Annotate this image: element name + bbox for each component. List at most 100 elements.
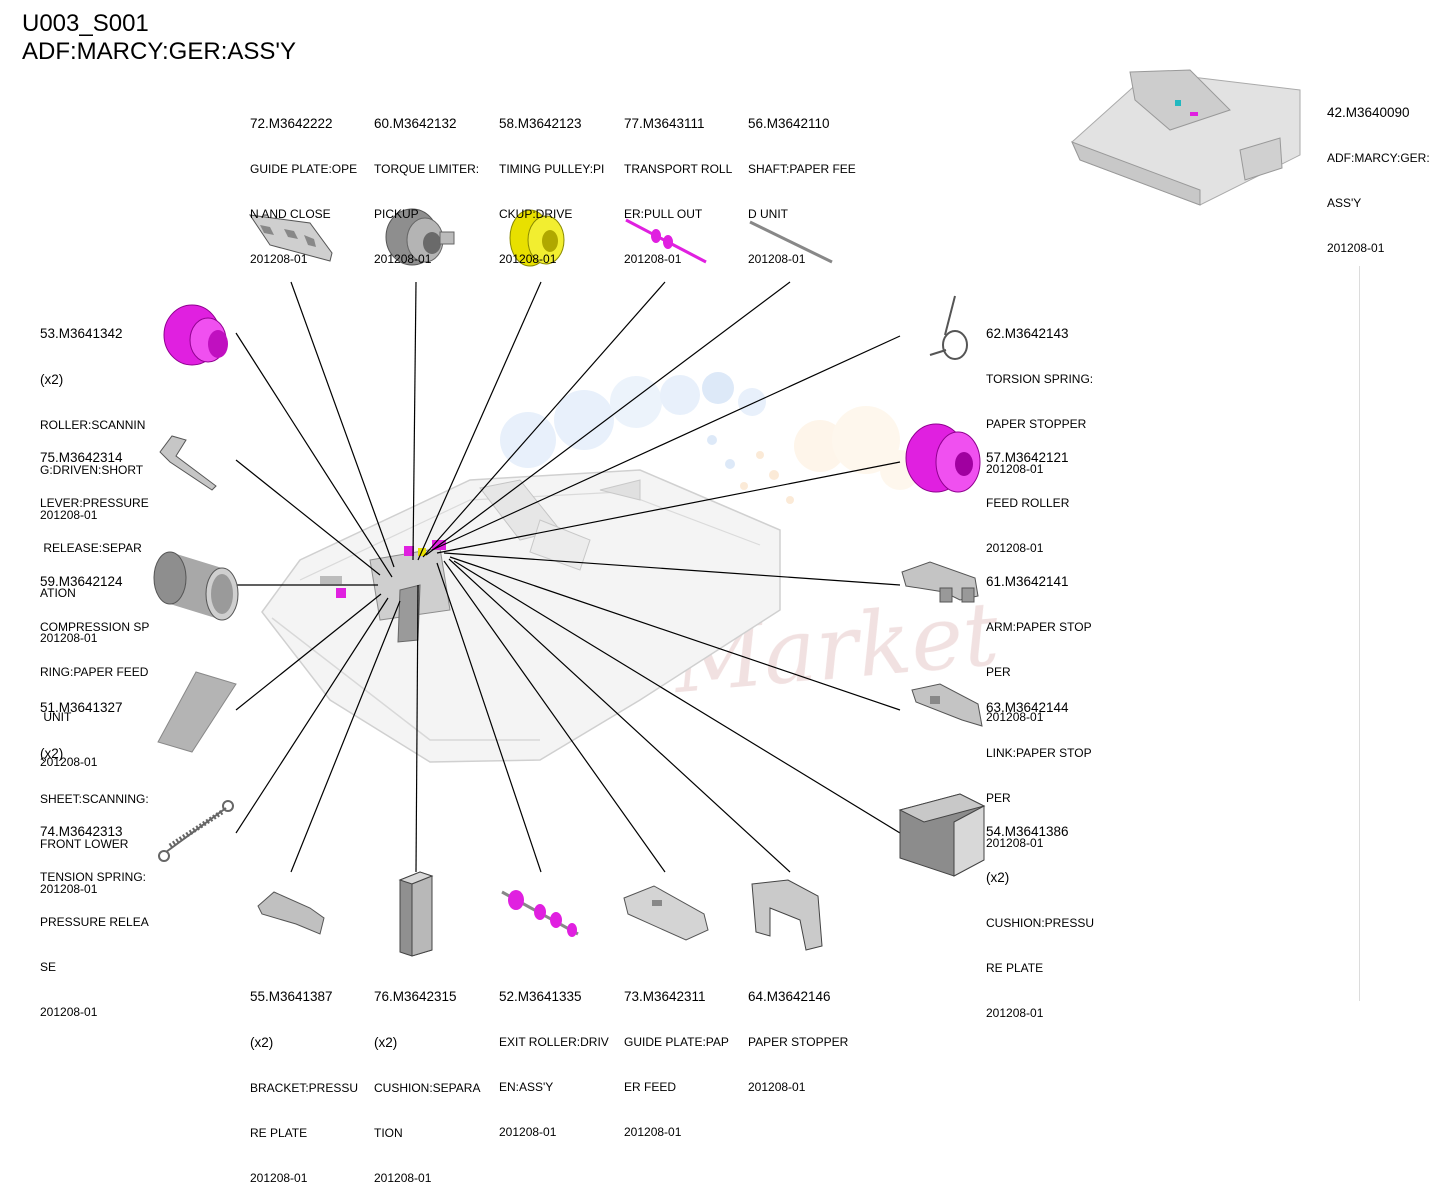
part-number: 53.M3641342 xyxy=(40,326,123,341)
part-desc-line: ER:PULL OUT xyxy=(624,207,703,221)
part-number: 75.M3642314 xyxy=(40,450,123,465)
part-77-image xyxy=(625,218,707,264)
part-59-image xyxy=(153,551,239,621)
part-desc-line: N AND CLOSE xyxy=(250,207,331,221)
part-date: 201208-01 xyxy=(374,1171,432,1185)
part-desc-line: CUSHION:SEPARA xyxy=(374,1081,481,1095)
part-date: 201208-01 xyxy=(986,710,1044,724)
part-desc-line: CUSHION:PRESSU xyxy=(986,916,1095,930)
part-number: 72.M3642222 xyxy=(250,116,333,131)
part-label-63: 63.M3642144 LINK:PAPER STOP PER 201208-0… xyxy=(986,670,1116,866)
part-51-image xyxy=(157,671,237,753)
part-desc-line: PAPER STOPPER xyxy=(986,417,1087,431)
part-number: 57.M3642121 xyxy=(986,450,1069,465)
part-desc-line: ADF:MARCY:GER: xyxy=(1327,151,1430,165)
part-desc-line: ER FEED xyxy=(624,1080,677,1094)
part-53-image xyxy=(163,304,228,366)
part-desc-line: ROLLER:SCANNIN xyxy=(40,418,146,432)
part-label-42: 42.M3640090 ADF:MARCY:GER: ASS'Y 201208-… xyxy=(1327,75,1439,271)
part-qty: (x2) xyxy=(40,746,64,761)
part-number: 63.M3642144 xyxy=(986,700,1069,715)
part-64-image xyxy=(751,879,823,951)
diagram-title: ADF:MARCY:GER:ASS'Y xyxy=(22,38,296,65)
part-desc-line: RE PLATE xyxy=(986,961,1044,975)
part-desc-line: LEVER:PRESSURE xyxy=(40,496,149,510)
part-date: 201208-01 xyxy=(624,1125,682,1139)
part-number: 51.M3641327 xyxy=(40,700,123,715)
part-desc-line: ASS'Y xyxy=(1327,196,1362,210)
part-number: 61.M3642141 xyxy=(986,574,1069,589)
part-label-52: 52.M3641335 EXIT ROLLER:DRIV EN:ASS'Y 20… xyxy=(499,959,629,1155)
part-73-image xyxy=(623,885,709,941)
divider-line xyxy=(1359,266,1360,1001)
part-desc-line: LINK:PAPER STOP xyxy=(986,746,1092,760)
part-desc-line: G:DRIVEN:SHORT xyxy=(40,463,144,477)
part-date: 201208-01 xyxy=(250,1171,308,1185)
part-date: 201208-01 xyxy=(250,252,308,266)
part-55-image xyxy=(257,891,325,935)
part-desc-line: TION xyxy=(374,1126,403,1140)
part-label-51: 51.M3641327 (x2) SHEET:SCANNING: FRONT L… xyxy=(40,670,170,912)
part-date: 201208-01 xyxy=(986,1006,1044,1020)
part-date: 201208-01 xyxy=(499,1125,557,1139)
part-desc-line: TORQUE LIMITER: xyxy=(374,162,480,176)
part-number: 76.M3642315 xyxy=(374,989,457,1004)
part-74-image xyxy=(158,800,234,862)
part-label-73: 73.M3642311 GUIDE PLATE:PAP ER FEED 2012… xyxy=(624,959,754,1155)
part-label-72: 72.M3642222 GUIDE PLATE:OPE N AND CLOSE … xyxy=(250,86,380,282)
part-56-image xyxy=(749,220,833,264)
part-desc-line: FRONT LOWER xyxy=(40,837,129,851)
part-number: 74.M3642313 xyxy=(40,824,123,839)
part-76-image xyxy=(398,871,434,957)
part-desc-line: SHEET:SCANNING: xyxy=(40,792,149,806)
part-desc-line: PAPER STOPPER xyxy=(748,1035,849,1049)
diagram-code: U003_S001 xyxy=(22,10,149,37)
part-desc-line: SHAFT:PAPER FEE xyxy=(748,162,856,176)
part-72-image xyxy=(248,214,333,262)
part-label-53: 53.M3641342 (x2) ROLLER:SCANNIN G:DRIVEN… xyxy=(40,296,170,538)
part-desc-line: TRANSPORT ROLL xyxy=(624,162,733,176)
part-label-62: 62.M3642143 TORSION SPRING: PAPER STOPPE… xyxy=(986,296,1116,492)
part-date: 201208-01 xyxy=(986,462,1044,476)
part-desc-line: RELEASE:SEPAR xyxy=(40,541,142,555)
part-date: 201208-01 xyxy=(986,836,1044,850)
adf-assembly-image xyxy=(1071,69,1301,206)
leader-lines xyxy=(235,281,901,873)
part-desc-line: PICKUP xyxy=(374,207,419,221)
part-number: 58.M3642123 xyxy=(499,116,582,131)
part-number: 60.M3642132 xyxy=(374,116,457,131)
part-number: 55.M3641387 xyxy=(250,989,333,1004)
part-date: 201208-01 xyxy=(986,541,1044,555)
part-date: 201208-01 xyxy=(499,252,557,266)
part-date: 201208-01 xyxy=(40,508,98,522)
part-desc-line: RING:PAPER FEED xyxy=(40,665,149,679)
part-75-image xyxy=(159,435,217,491)
part-label-76: 76.M3642315 (x2) CUSHION:SEPARA TION 201… xyxy=(374,959,504,1201)
part-label-55: 55.M3641387 (x2) BRACKET:PRESSU RE PLATE… xyxy=(250,959,380,1201)
part-label-56: 56.M3642110 SHAFT:PAPER FEE D UNIT 20120… xyxy=(748,86,878,282)
part-desc-line: RE PLATE xyxy=(250,1126,308,1140)
part-63-image xyxy=(911,683,983,727)
part-60-image xyxy=(385,208,455,266)
part-desc-line: BRACKET:PRESSU xyxy=(250,1081,359,1095)
part-label-75: 75.M3642314 LEVER:PRESSURE RELEASE:SEPAR… xyxy=(40,420,170,661)
part-desc-line: TIMING PULLEY:PI xyxy=(499,162,605,176)
part-date: 201208-01 xyxy=(40,631,98,645)
part-62-image xyxy=(929,295,968,360)
part-desc-line: SE xyxy=(40,960,57,974)
part-desc-line: TENSION SPRING: xyxy=(40,870,147,884)
part-number: 62.M3642143 xyxy=(986,326,1069,341)
part-desc-line: EXIT ROLLER:DRIV xyxy=(499,1035,609,1049)
part-label-77: 77.M3643111 TRANSPORT ROLL ER:PULL OUT 2… xyxy=(624,86,754,282)
part-date: 201208-01 xyxy=(374,252,432,266)
part-date: 201208-01 xyxy=(1327,241,1385,255)
part-desc-line: UNIT xyxy=(40,710,72,724)
part-date: 201208-01 xyxy=(624,252,682,266)
part-desc-line: FEED ROLLER xyxy=(986,496,1070,510)
part-desc-line: ATION xyxy=(40,586,76,600)
part-desc-line: PER xyxy=(986,665,1011,679)
part-date: 201208-01 xyxy=(748,252,806,266)
part-desc-line: PRESSURE RELEA xyxy=(40,915,149,929)
part-qty: (x2) xyxy=(374,1035,398,1050)
part-label-57: 57.M3642121 FEED ROLLER 201208-01 xyxy=(986,420,1116,571)
